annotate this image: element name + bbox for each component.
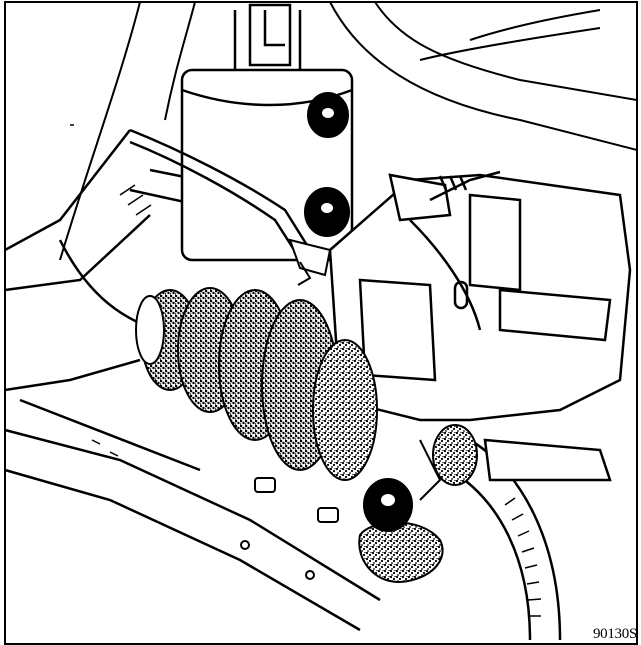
- cv-joint-boot: [135, 287, 378, 481]
- brake-disc: [449, 438, 612, 641]
- control-arm: [4, 129, 381, 632]
- upper-strut-bolt: [307, 92, 349, 138]
- body-panel-lines: [59, 1, 638, 261]
- middle-strut-bolt: [304, 187, 350, 237]
- disc-ventilation: [504, 497, 542, 617]
- ball-joint: [358, 424, 478, 584]
- brake-hose: [129, 128, 312, 257]
- fixing-bolts: [304, 92, 413, 532]
- brake-caliper: [328, 170, 632, 422]
- figure-reference-code: 90130S: [592, 626, 637, 642]
- texture-marks: [70, 124, 152, 457]
- lower-ball-joint-bolt: [363, 478, 413, 532]
- figure-border: [4, 1, 638, 645]
- hose-clip: [288, 238, 332, 286]
- arm-bolts: [240, 477, 339, 580]
